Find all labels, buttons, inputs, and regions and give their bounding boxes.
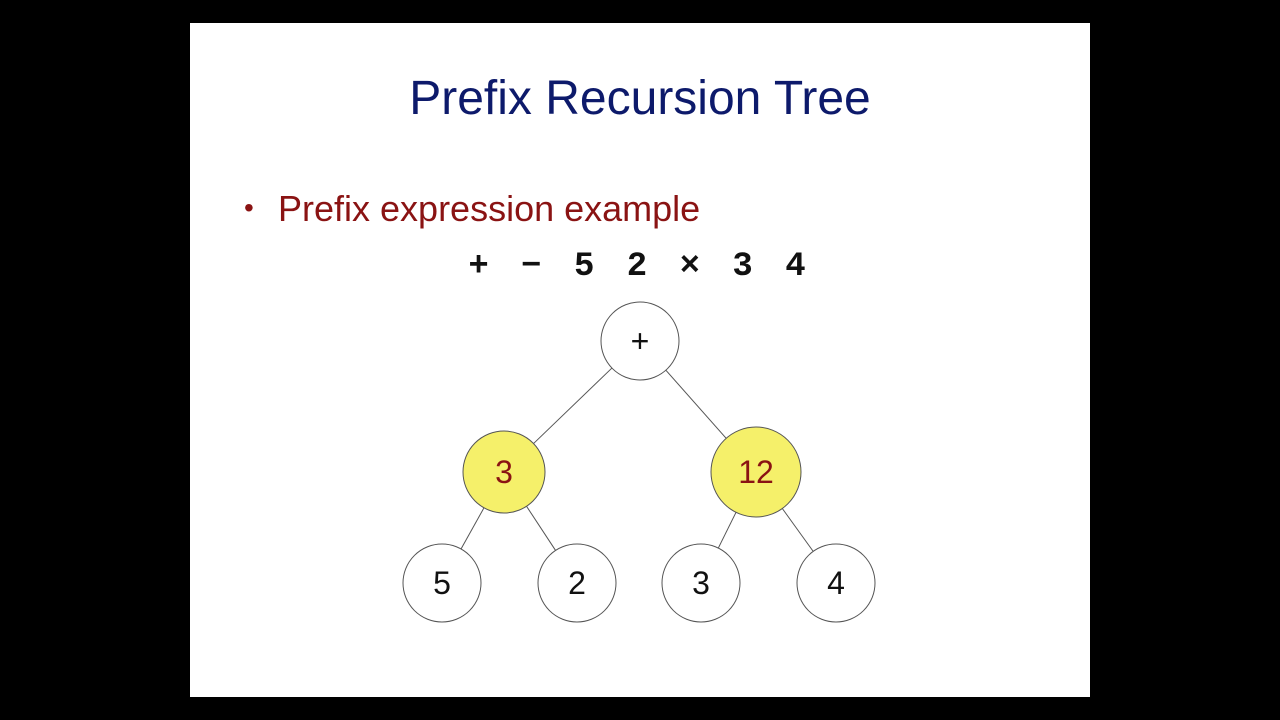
tree-edge <box>460 507 485 550</box>
tree-edge <box>533 367 613 444</box>
tree-node-label: 5 <box>433 565 451 601</box>
tree-node-label: 3 <box>692 565 710 601</box>
tree-edge <box>781 508 814 552</box>
tree-node-label: 2 <box>568 565 586 601</box>
tree-node-label: + <box>631 323 650 359</box>
tree-node-right: 12 <box>710 426 802 518</box>
tree-node-circle <box>600 301 680 381</box>
slide: Prefix Recursion Tree • Prefix expression… <box>190 23 1090 697</box>
tree-node-circle <box>462 430 546 514</box>
bullet-item: • Prefix expression example <box>244 191 700 227</box>
tree-node-circle <box>710 426 802 518</box>
tree-node-root: + <box>600 301 680 381</box>
tree-node-ll: 5 <box>402 543 482 623</box>
tree-node-label: 12 <box>738 454 774 490</box>
tree-node-lr: 2 <box>537 543 617 623</box>
tree-edge <box>665 369 727 439</box>
tree-node-circle <box>796 543 876 623</box>
tree-node-circle <box>661 543 741 623</box>
recursion-tree: +3 12 5 2 3 4 <box>402 301 876 623</box>
tree-node-rr: 4 <box>796 543 876 623</box>
tree-node-circle <box>402 543 482 623</box>
tree-node-rl: 3 <box>661 543 741 623</box>
prefix-expression: + − 5 2 × 3 4 <box>468 248 812 286</box>
bullet-text: Prefix expression example <box>278 188 701 229</box>
slide-title: Prefix Recursion Tree <box>409 72 871 125</box>
tree-node-circle <box>537 543 617 623</box>
tree-node-left: 3 <box>462 430 546 514</box>
tree-edge <box>717 512 737 549</box>
tree-edge <box>526 505 556 551</box>
tree-node-label: 3 <box>495 454 513 490</box>
tree-node-label: 4 <box>827 565 845 601</box>
bullet-dot-icon: • <box>244 192 254 223</box>
